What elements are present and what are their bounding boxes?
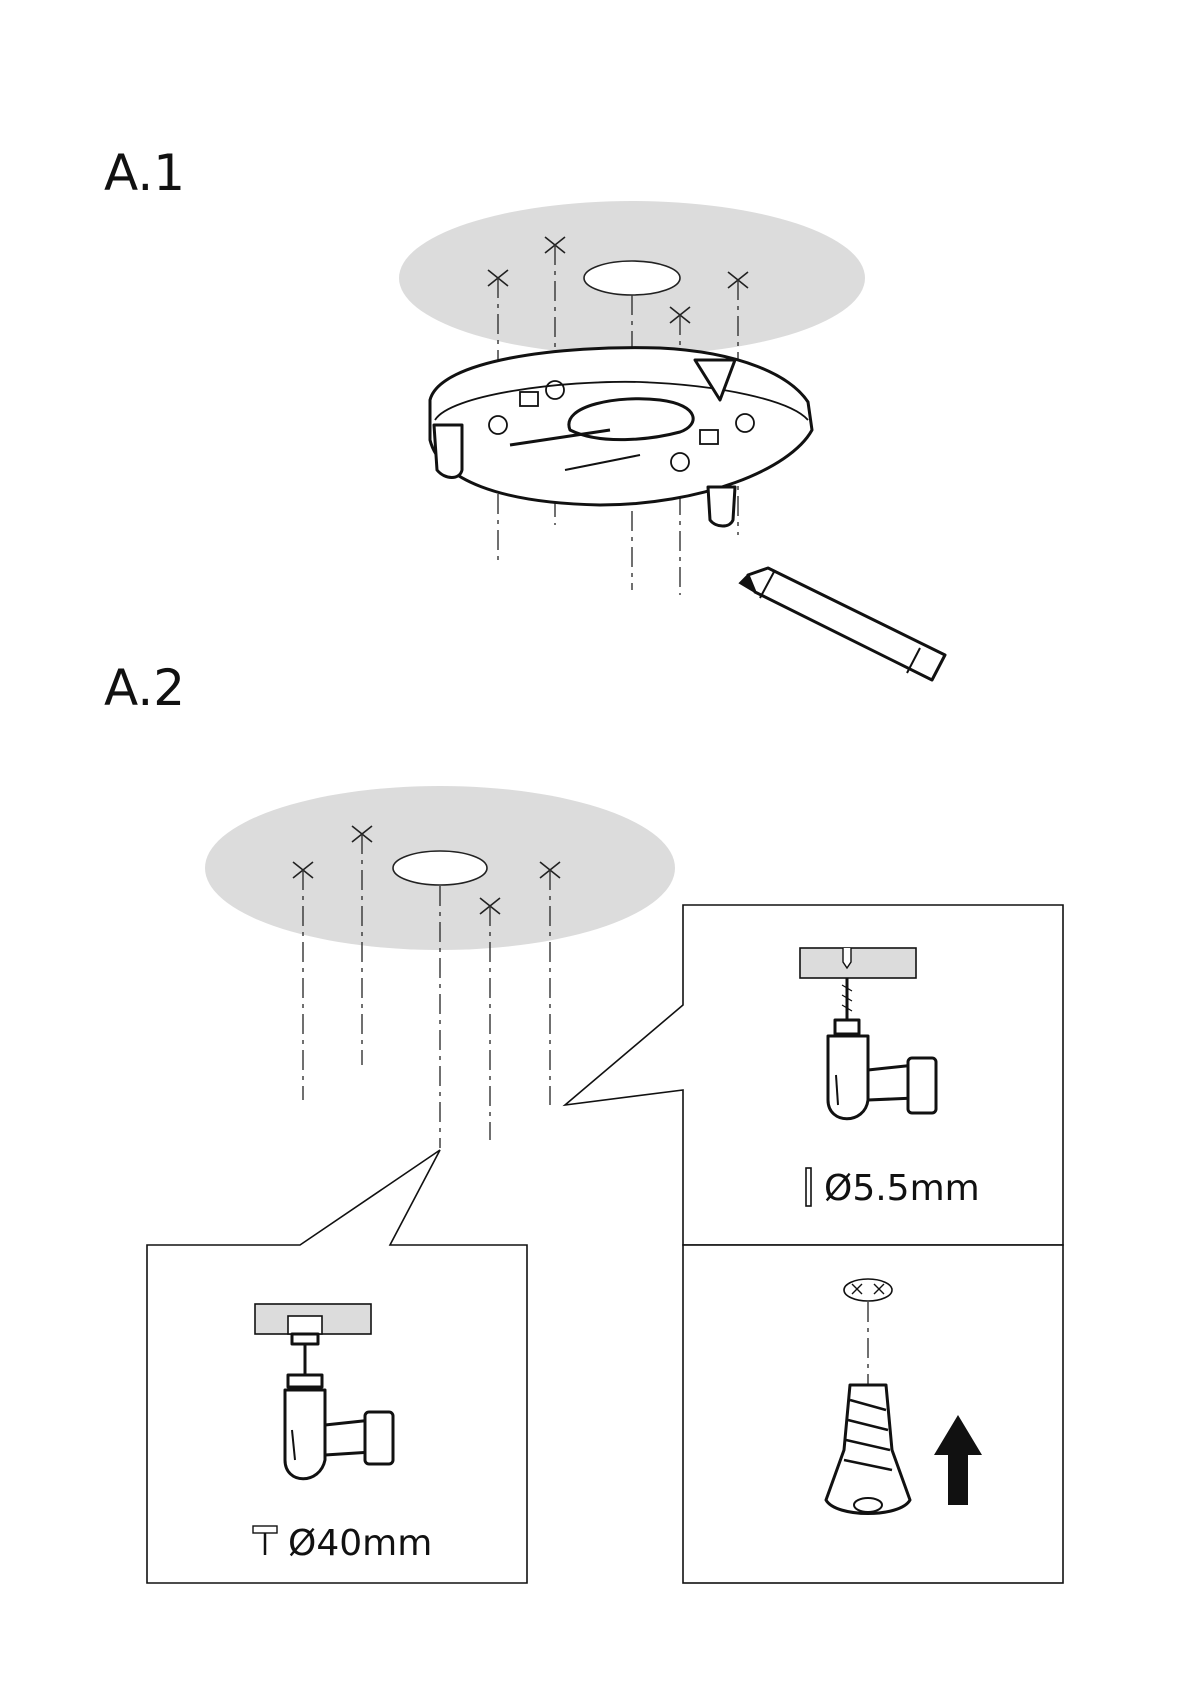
step-label-a1: A.1 xyxy=(104,144,185,202)
drill-bit-icon xyxy=(806,1168,811,1206)
pencil-icon xyxy=(740,568,945,680)
hole-saw-callout xyxy=(147,1150,527,1583)
drill-diameter: Ø5.5mm xyxy=(824,1168,980,1209)
step-label-a2: A.2 xyxy=(104,659,185,717)
mounting-bracket xyxy=(430,348,812,526)
hole-saw-diameter: Ø40mm xyxy=(288,1523,432,1564)
